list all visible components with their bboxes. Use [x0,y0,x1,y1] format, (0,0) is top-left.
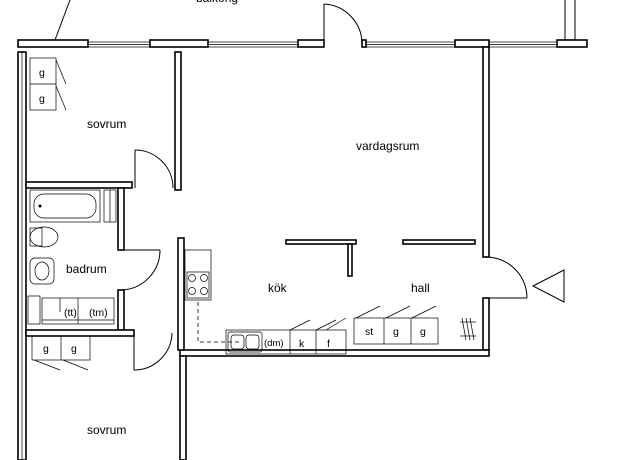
bathroom-shelf [103,189,117,223]
kitchen-sink [227,331,263,353]
room-label-vardagsrum: vardagsrum [356,139,419,153]
freezer-label: f [327,338,330,350]
wardrobe-top-label-1: g [39,67,45,79]
entrance-arrow-icon [531,269,565,303]
bathtub [29,189,101,223]
stove [184,249,212,301]
room-label-sovrum-bottom: sovrum [87,423,126,437]
room-label-balkong: balkong [196,0,238,5]
laundry-label-tt: (tt) [64,307,77,319]
window-top-3 [365,41,456,48]
hall-coat-rack [460,317,476,341]
laundry-label-tm: (tm) [89,307,108,319]
balcony-door [323,3,363,45]
fridge-label: k [299,338,305,350]
room-label-sovrum-top: sovrum [87,117,126,131]
balcony: balkong [54,0,576,45]
dishwasher-label: (dm) [264,338,284,349]
walls [17,3,588,460]
window-top-4 [488,41,558,48]
hall-label-st: st [365,326,373,338]
wardrobe-bottom-label-1: g [43,343,49,355]
room-label-kok: kök [268,281,288,295]
laundry-units: (tt) (tm) [27,295,115,325]
toilet [29,226,59,248]
countertop-outline [197,302,240,343]
room-label-badrum: badrum [66,262,107,276]
hall-label-g2: g [420,326,426,338]
wardrobe-bottom-label-2: g [71,343,77,355]
door-bedroom-top [134,149,174,189]
kitchen-counter: (dm) k f [225,317,347,355]
room-label-hall: hall [411,281,430,295]
hall-cabinets: st g g [353,305,439,345]
window-top-1 [87,41,151,48]
door-bathroom [120,249,161,291]
wardrobe-top: g g [29,57,67,111]
wardrobe-top-label-2: g [39,93,45,105]
sink [29,257,55,285]
wardrobe-bottom: g g [31,335,91,371]
entrance-door [485,256,528,299]
window-top-2 [207,41,299,48]
hall-label-g1: g [393,326,399,338]
door-bedroom-bottom [133,332,173,371]
